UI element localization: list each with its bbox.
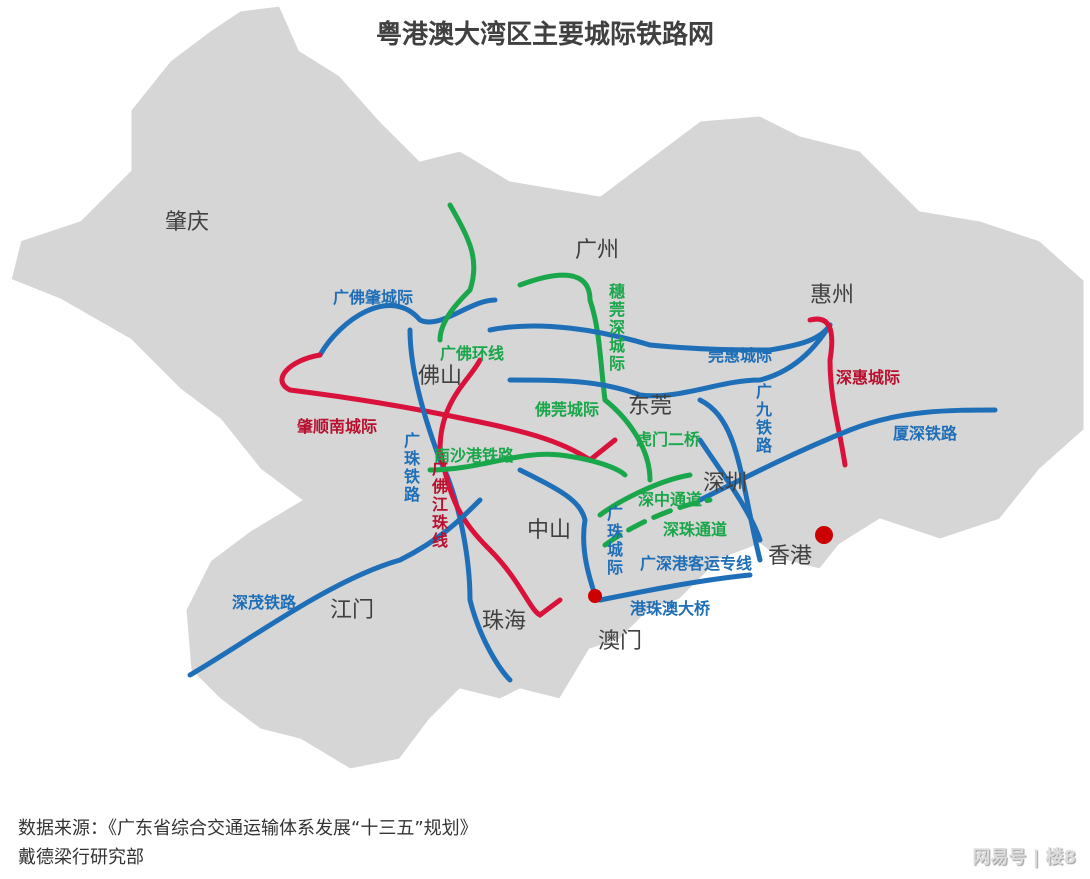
line-guangshengang [697, 437, 763, 543]
line-nanshagang [427, 451, 628, 478]
city-guangzhou: 广州 [575, 238, 620, 263]
label-shenhui: 深惠城际 [836, 368, 901, 387]
label-guangfojiangzhu: 广佛江珠线 [429, 460, 448, 550]
city-zhongshan: 中山 [527, 518, 572, 543]
line-shenmao [187, 497, 483, 678]
hongkong-marker [815, 526, 833, 544]
source-note: 数据来源：《广东省综合交通运输体系发展“十三五”规划》 [18, 818, 478, 839]
label-guangfozhao: 广佛肇城际 [333, 288, 414, 307]
line-shenzhong [597, 472, 693, 518]
city-zhuhai: 珠海 [482, 609, 527, 634]
city-zhaoqing: 肇庆 [165, 210, 210, 235]
watermark: 网易号 | 楼8 [972, 847, 1076, 868]
label-guangjiu: 广九铁路 [753, 383, 772, 455]
city-shenzhen: 深圳 [703, 471, 748, 496]
line-foguan [507, 322, 833, 399]
line-suiguanshen [602, 397, 653, 483]
line-shenhui [807, 316, 848, 468]
label-guangfohuan: 广佛环线 [440, 344, 505, 363]
label-guangzhu-rail: 广珠铁路 [401, 432, 420, 504]
line-guangfohuan [437, 202, 608, 403]
label-shenzhong: 深中通道 [638, 490, 703, 509]
label-shenmao: 深茂铁路 [232, 593, 297, 612]
label-shenzhu: 深珠通道 [663, 520, 728, 539]
line-guangfojiangzhu [437, 357, 563, 618]
label-guangshengang: 广深港客运专线 [640, 554, 753, 573]
label-humen: 虎门二桥 [636, 430, 701, 449]
map-title: 粤港澳大湾区主要城际铁路网 [375, 20, 714, 50]
line-zhaoshunnan [279, 352, 618, 464]
organization-note: 戴德梁行研究部 [18, 847, 144, 868]
city-dongguan: 东莞 [628, 394, 673, 419]
city-huizhou: 惠州 [810, 283, 855, 308]
line-guangjiu [697, 397, 763, 563]
line-shenzhu [602, 497, 713, 548]
label-guanhui: 莞惠城际 [708, 346, 773, 365]
label-zhaoshunnan: 肇顺南城际 [297, 417, 378, 436]
label-xiashen: 厦深铁路 [893, 424, 958, 443]
city-jiangmen: 江门 [330, 598, 375, 623]
line-guanhui [487, 322, 833, 353]
rail-lines [187, 202, 998, 683]
label-foguan: 佛莞城际 [535, 400, 600, 419]
city-foshan: 佛山 [418, 364, 463, 389]
land-mass [8, 3, 1087, 772]
label-suiguanshen: 穗莞深城际 [606, 283, 625, 373]
label-nanshagang: 南沙港铁路 [434, 446, 515, 465]
label-guangzhu-intercity: 广珠城际 [604, 505, 623, 577]
line-gangzhuao [597, 572, 753, 603]
macau-marker [588, 589, 602, 603]
city-hongkong: 香港 [768, 544, 813, 569]
label-gangzhuao: 港珠澳大桥 [630, 599, 711, 618]
line-xiashen [697, 407, 998, 503]
line-guangfozhao [317, 297, 498, 358]
line-guangzhu-intercity [517, 467, 598, 598]
city-macau: 澳门 [598, 629, 643, 654]
